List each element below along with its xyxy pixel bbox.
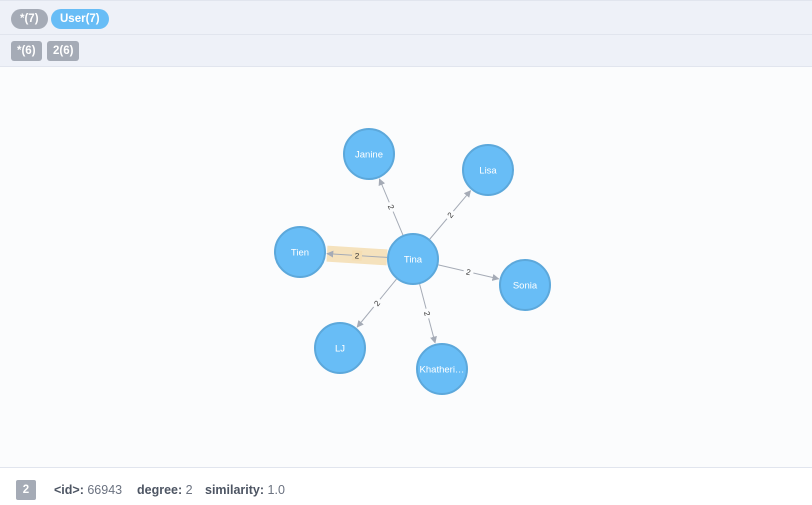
prop-degree-key: degree: [137,483,183,497]
relationship-tina-lisa[interactable]: 2 [429,190,472,240]
prop-similarity-value: 1.0 [267,483,285,497]
node-labels-legend: *(7) User(7) [0,0,812,35]
relationship-label: 2 [386,203,396,211]
node-caption: Tina [404,255,423,266]
legend-all-relationships-label: *(6) [17,45,36,57]
node-circle[interactable] [416,343,468,395]
legend-rel-2-label: 2(6) [53,45,74,57]
relationship-label: 2 [372,298,382,308]
relationship-tina-lj[interactable]: 2 [356,278,397,328]
legend-all-nodes-label: *(7) [20,13,39,25]
legend-all-nodes-pill[interactable]: *(7) [11,9,48,29]
node-janine[interactable]: Janine [343,128,395,180]
node-tien[interactable]: Tien [274,226,326,278]
node-circle[interactable] [462,144,514,196]
relationship-label: 2 [354,251,360,260]
legend-rel-2-tag[interactable]: 2(6) [47,41,80,61]
inspector-prop-degree: degree: 2 [137,483,193,497]
relationship-tina-tien[interactable]: 2 [326,245,388,266]
relationship-tina-khatherine[interactable]: 2 [419,284,437,344]
node-caption: LJ [335,344,345,355]
node-khatherine[interactable]: Khatheri… [416,343,468,395]
relationship-label: 2 [422,310,432,317]
node-circle[interactable] [387,233,439,285]
relationship-label: 2 [465,267,472,277]
node-circle[interactable] [274,226,326,278]
prop-degree-value: 2 [185,483,193,497]
node-caption: Tien [291,248,309,259]
node-caption: Sonia [513,281,538,292]
prop-id-value: 66943 [87,483,123,497]
prop-similarity-key: similarity: [205,483,265,497]
node-caption: Janine [355,150,383,161]
node-lisa[interactable]: Lisa [462,144,514,196]
legend-user-nodes-pill[interactable]: User(7) [51,9,109,29]
node-lj[interactable]: LJ [314,322,366,374]
legend-all-relationships-tag[interactable]: *(6) [11,41,42,61]
node-tina[interactable]: Tina [387,233,439,285]
legend-user-nodes-label: User(7) [60,13,100,25]
node-circle[interactable] [499,259,551,311]
relationship-tina-janine[interactable]: 2 [378,178,404,236]
relationship-tina-sonia[interactable]: 2 [438,264,500,281]
node-circle[interactable] [343,128,395,180]
node-circle[interactable] [314,322,366,374]
node-caption: Khatheri… [420,365,465,376]
relationships-layer: 2 2 2 2 2 2 [326,178,500,344]
inspector-panel: 2 <id>: 66943 degree: 2 similarity: 1.0 [0,467,812,505]
inspector-prop-similarity: similarity: 1.0 [205,483,285,497]
inspector-prop-id: <id>: 66943 [54,483,122,497]
relationship-label: 2 [446,210,456,220]
node-sonia[interactable]: Sonia [499,259,551,311]
prop-id-key: <id>: [54,483,84,497]
node-caption: Lisa [479,166,497,177]
inspector-type-badge[interactable]: 2 [16,480,36,500]
relationship-types-legend: *(6) 2(6) [0,35,812,67]
